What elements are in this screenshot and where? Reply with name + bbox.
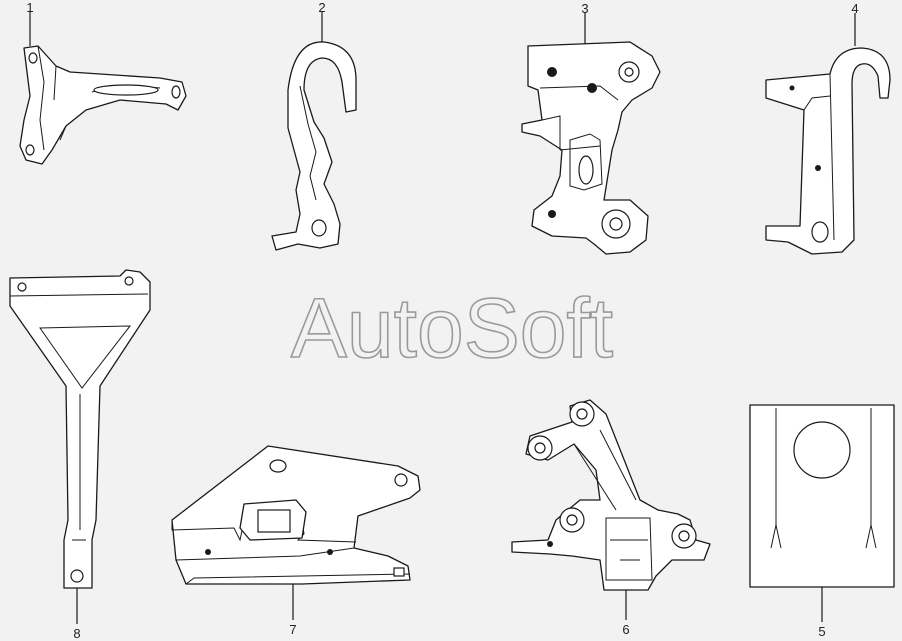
callout-number-6: 6 <box>622 622 629 637</box>
callout-number-2: 2 <box>318 0 325 15</box>
part-7-flat-bracket[interactable] <box>171 445 421 585</box>
callout-1: 1 <box>26 0 34 46</box>
callout-number-8: 8 <box>73 626 80 641</box>
callout-number-1: 1 <box>26 0 33 15</box>
callout-number-4: 4 <box>851 1 858 16</box>
part-2-hook[interactable] <box>271 41 357 251</box>
part-6-engine-mount[interactable] <box>511 399 711 591</box>
callout-8: 8 <box>73 588 81 641</box>
callout-number-7: 7 <box>289 622 296 637</box>
watermark: AutoSoft <box>291 281 613 375</box>
callout-5: 5 <box>818 587 826 639</box>
callout-4: 4 <box>851 1 859 46</box>
part-8-support-strut[interactable] <box>9 269 151 589</box>
part-3-mount-bracket[interactable] <box>521 41 661 255</box>
callout-2: 2 <box>318 0 326 42</box>
callout-7: 7 <box>289 584 297 637</box>
callout-number-3: 3 <box>581 1 588 16</box>
callout-6: 6 <box>622 590 630 637</box>
callout-number-5: 5 <box>818 624 825 639</box>
callout-3: 3 <box>581 1 589 44</box>
part-4-hook-bracket[interactable] <box>765 47 891 255</box>
part-5-plate[interactable] <box>749 404 895 588</box>
part-1-bracket[interactable] <box>19 45 187 165</box>
